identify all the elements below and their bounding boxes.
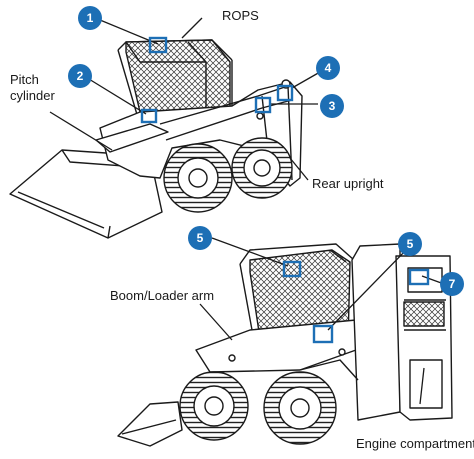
top-wheels <box>163 137 293 213</box>
leader-engine <box>419 367 425 405</box>
leader-rear-upright <box>289 157 309 181</box>
leader-5-right <box>327 245 411 331</box>
label-boom-loader-arm: Boom/Loader arm <box>110 288 215 303</box>
bottom-wheels <box>179 371 337 445</box>
bottom-skid-steer <box>117 243 453 447</box>
label-rear-upright: Rear upright <box>312 176 384 191</box>
leader-boom <box>199 303 233 341</box>
marker-2: 2 <box>68 64 92 88</box>
leader-lines <box>49 17 445 405</box>
leader-2 <box>83 75 147 115</box>
leader-4 <box>291 71 321 89</box>
marker-4: 4 <box>316 56 340 80</box>
leader-rops <box>181 17 203 39</box>
marker-3: 3 <box>320 94 344 118</box>
bottom-bucket <box>117 401 183 447</box>
highlight-3 <box>254 96 272 114</box>
top-skid-steer <box>9 39 303 239</box>
bottom-body <box>195 243 453 421</box>
highlight-pitch-top <box>140 108 158 124</box>
highlight-4 <box>276 84 294 102</box>
top-rops-cab <box>117 39 233 119</box>
highlight-7 <box>408 268 430 286</box>
label-engine-compartment: Engine compartment <box>356 436 474 451</box>
top-body <box>95 79 303 187</box>
marker-5-right: 5 <box>398 232 422 256</box>
marker-1: 1 <box>78 6 102 30</box>
marker-5-left: 5 <box>188 226 212 250</box>
highlight-boxes <box>140 36 430 344</box>
highlight-rops-top <box>148 36 168 54</box>
leader-5-left <box>211 237 289 267</box>
leader-pitch-cylinder <box>49 111 113 151</box>
label-pitch-cylinder: Pitch cylinder <box>10 72 55 103</box>
marker-7: 7 <box>440 272 464 296</box>
label-rops: ROPS <box>222 8 259 23</box>
highlight-5-arm <box>312 324 334 344</box>
leader-1 <box>99 19 159 45</box>
highlight-5-cab <box>282 260 302 278</box>
